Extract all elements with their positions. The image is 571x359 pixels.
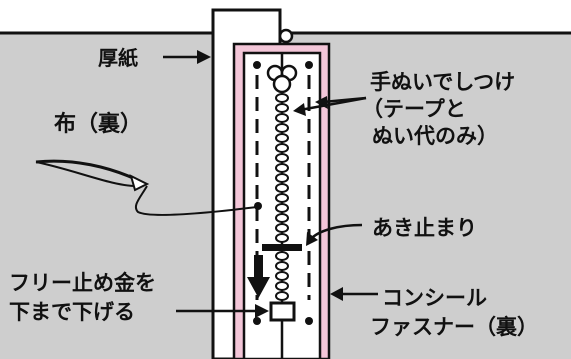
arrowhead [315,96,328,109]
thread [134,185,258,216]
stitch-knot [253,317,261,325]
needle-icon [35,159,150,192]
arrowhead [197,50,211,64]
zipper-teeth [275,93,289,301]
label-concealed-zipper-line2: ファスナー（裏） [370,315,538,339]
label-stopper-point: あき止まり [372,216,477,240]
label-hand-basting-line2: （テープと [362,97,466,121]
arrowhead [293,103,306,116]
label-hand-basting-line1: 手ぬいでしつけ [370,70,516,94]
label-cardboard: 厚紙 [98,46,138,70]
label-slider-instruction-line2: 下まで下げる [9,300,135,324]
arrowhead [306,232,318,246]
thread-end-dot [254,202,262,210]
label-fabric-back: 布（裏） [54,112,143,137]
label-hand-basting-line3: ぬい代のみ） [372,124,498,148]
stopper-bar [262,244,302,251]
leader-basting-2 [322,96,367,104]
stitch-knot [253,61,261,69]
label-concealed-zipper-line1: コンシール [382,286,487,310]
zipper-top-ring [278,28,294,44]
down-arrow-icon [247,255,270,298]
stitch-knot [305,61,313,69]
label-slider-instruction-line1: フリー止め金を [9,271,156,295]
arrowhead [330,287,343,301]
zipper-slider [269,301,296,322]
zipper-pull-tab [266,64,298,94]
arrowhead [255,304,269,318]
stitch-knot [305,317,313,325]
